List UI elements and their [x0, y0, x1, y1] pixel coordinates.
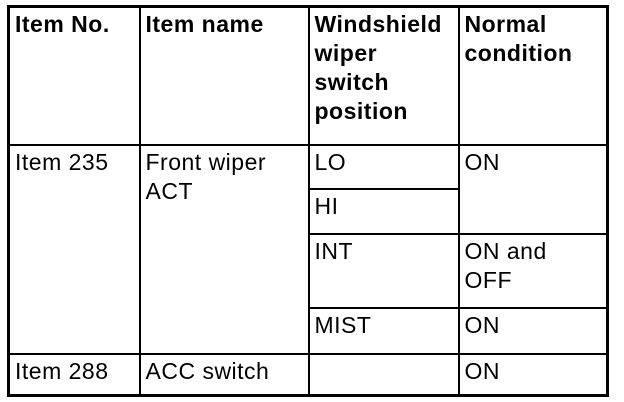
table-row-item235-mist: MIST ON [9, 306, 609, 355]
cell-condition-int: ON and OFF [457, 232, 609, 309]
cell-switch-position-int: INT [307, 232, 460, 309]
table-row-item235-hi: HI [9, 187, 608, 235]
cell-switch-position-hi: HI [307, 187, 460, 235]
cell-condition-mist: ON [457, 306, 609, 355]
cell-switch-position-empty [307, 352, 460, 397]
cell-switch-position-lo: LO [307, 143, 460, 190]
table-row-item235-lo: Item 235 Front wiper ACT LO ON [7, 143, 609, 355]
cell-item-no-288: Item 288 [7, 352, 141, 397]
cell-switch-position-mist: MIST [307, 306, 460, 355]
header-item-name: Item name [138, 5, 310, 146]
header-normal-condition: Normal condition [457, 5, 609, 146]
header-row: Item No. Item name Windshield wiper swit… [7, 5, 609, 146]
wiper-diagnostic-table: Item No. Item name Windshield wiper swit… [7, 5, 609, 397]
table-row-item288: Item 288 ACC switch ON [7, 352, 609, 397]
header-item-no: Item No. [7, 5, 141, 146]
cell-item-no-235: Item 235 [7, 143, 141, 355]
cell-condition-lo-hi: ON [457, 143, 609, 235]
cell-condition-acc: ON [457, 352, 609, 397]
cell-item-name-acc-switch: ACC switch [138, 352, 310, 397]
cell-item-name-front-wiper-act: Front wiper ACT [138, 143, 310, 355]
table-row-item235-int: INT ON and OFF [9, 232, 609, 309]
header-switch-position: Windshield wiper switch position [307, 5, 460, 146]
